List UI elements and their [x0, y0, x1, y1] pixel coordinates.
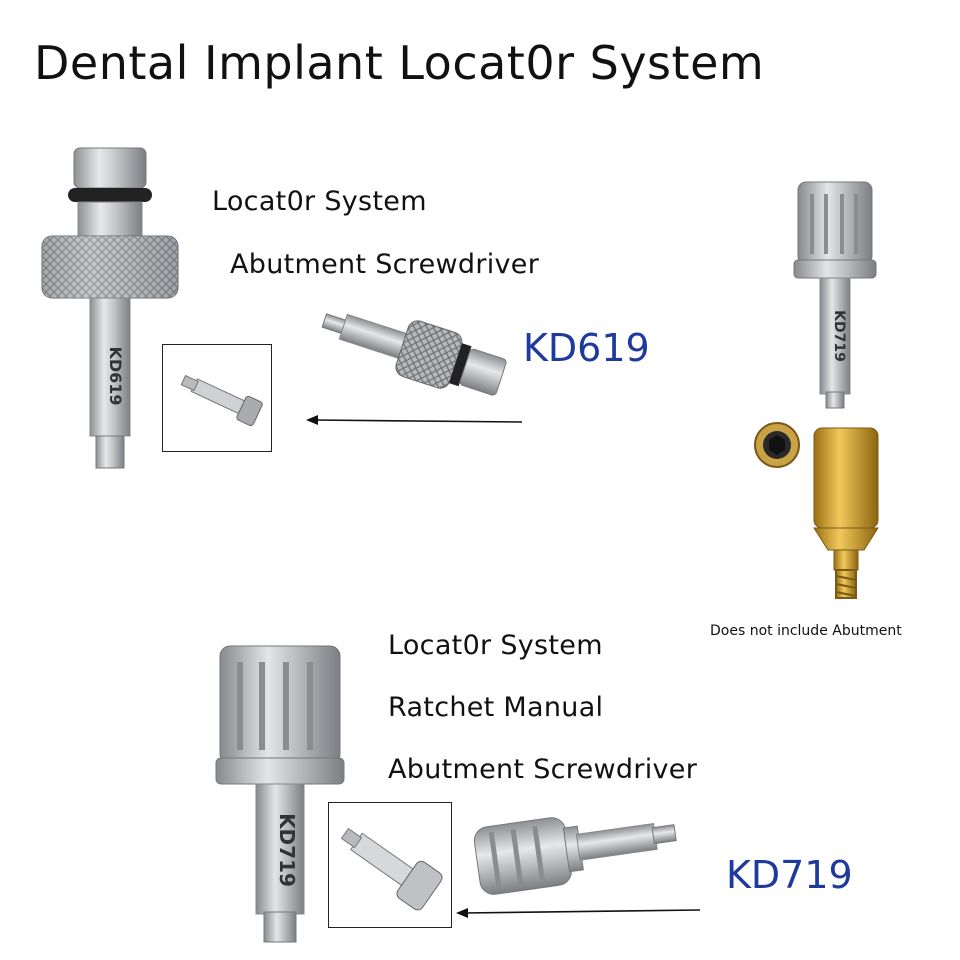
kd719-tip-inset [328, 802, 452, 928]
kd619-tip-image [180, 374, 263, 427]
kd619-tip-inset [162, 344, 272, 452]
abutment-note: Does not include Abutment [710, 623, 902, 639]
kd719-label-system: Locat0r System [388, 630, 603, 661]
kd619-arrow [306, 415, 523, 425]
kd619-label-type: Abutment Screwdriver [230, 249, 540, 280]
kd719-label-ratchet: Ratchet Manual [388, 692, 604, 723]
kd619-code: KD619 [523, 326, 650, 370]
kd719-side-view-image [473, 817, 677, 895]
kd619-screwdriver-image: KD619 [41, 147, 179, 469]
kd719-small-engraving: KD719 [831, 310, 847, 362]
kd619-side-view-image [321, 313, 507, 396]
kd619-label-system: Locat0r System [212, 186, 427, 217]
kd719-small-screwdriver-image: KD719 [793, 181, 877, 409]
kd719-tip-image [340, 827, 443, 911]
abutment-top-view-image [754, 422, 800, 468]
kd619-engraving: KD619 [106, 346, 125, 405]
kd719-code: KD719 [726, 853, 853, 897]
kd719-arrow [456, 908, 701, 918]
kd719-engraving: KD719 [275, 813, 299, 887]
kd719-screwdriver-image: KD719 [215, 645, 345, 943]
kd719-label-type: Abutment Screwdriver [388, 754, 698, 785]
page-title: Dental Implant Locat0r System [34, 36, 765, 90]
abutment-image [813, 427, 879, 599]
